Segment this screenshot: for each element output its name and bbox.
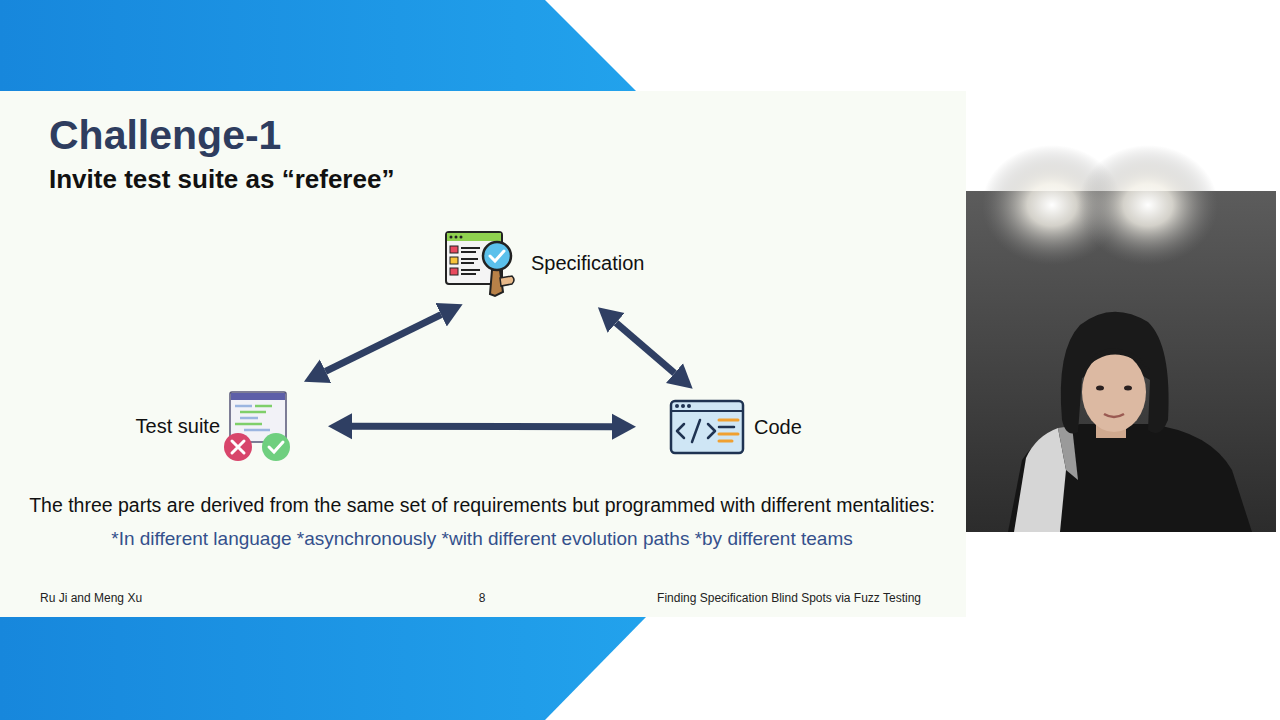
icon-line (240, 411, 266, 414)
person-hair (1061, 312, 1169, 434)
page-number: 8 (479, 591, 486, 605)
footer-authors: Ru Ji and Meng Xu (40, 591, 142, 605)
specification-node: Specification (441, 228, 652, 298)
icon-line (240, 417, 258, 420)
double-arrow (616, 323, 674, 373)
ceiling-light (1078, 145, 1218, 265)
icon-dot (675, 404, 679, 408)
footer-title: Finding Specification Blind Spots via Fu… (657, 591, 921, 605)
person-mouth (1104, 414, 1124, 417)
icon-bar (231, 393, 285, 400)
icon-line (461, 247, 480, 249)
icon-line (461, 262, 474, 264)
slide-panel (0, 91, 966, 617)
node-label: Test suite (136, 415, 220, 438)
icon-check (490, 251, 504, 261)
double-arrow (352, 423, 612, 430)
node-label: Code (754, 416, 802, 439)
pass-badge (262, 433, 290, 461)
icon-line (255, 405, 272, 408)
slide-title: Challenge-1 (49, 112, 281, 159)
pass-check (269, 442, 283, 452)
icon-bar (447, 233, 501, 241)
icon-line (244, 429, 270, 432)
fail-badge (224, 433, 252, 461)
icon-square (450, 257, 458, 264)
code-brackets (677, 420, 715, 442)
icon-dot (455, 236, 458, 239)
node-label: Specification (531, 252, 644, 275)
icon-line (461, 273, 476, 275)
icon-window (671, 401, 743, 453)
person-body (1008, 424, 1252, 532)
icon-line (719, 433, 738, 436)
icon-square (450, 246, 458, 253)
icon-line (719, 419, 738, 422)
icon-dot (681, 404, 685, 408)
icon-line (235, 423, 262, 426)
icon-line (719, 426, 734, 429)
icon-lens (483, 242, 511, 270)
code-node: Code (666, 398, 808, 456)
body-list: *In different language *asynchronously *… (111, 528, 852, 550)
test-suite-node: Test suite (130, 388, 298, 464)
icon-dot (687, 404, 691, 408)
fail-cross (232, 441, 244, 453)
icon-bar-line (672, 410, 742, 412)
jacket-lining (1014, 428, 1066, 532)
jacket-fold (1058, 426, 1078, 480)
person-eye (1124, 386, 1132, 391)
icon-dot (460, 236, 463, 239)
icon-line (719, 440, 732, 443)
icon-line (461, 258, 478, 260)
icon-square (450, 268, 458, 275)
slide-subtitle: Invite test suite as “referee” (49, 164, 394, 195)
icon-dot (450, 236, 453, 239)
icon-line (461, 251, 476, 253)
body-text: The three parts are derived from the sam… (29, 494, 935, 517)
person-eye (1096, 386, 1104, 391)
person-fringe (1082, 348, 1150, 372)
person-face (1082, 352, 1146, 432)
bottom-band (0, 617, 646, 720)
test-suite-icon (224, 392, 290, 461)
icon-line (461, 269, 480, 271)
double-arrow (326, 315, 442, 372)
icon-hand (500, 276, 514, 286)
top-band (0, 0, 636, 91)
specification-icon (446, 232, 514, 296)
icon-line (235, 405, 252, 408)
code-icon (671, 401, 743, 453)
webcam-view (966, 145, 1276, 532)
